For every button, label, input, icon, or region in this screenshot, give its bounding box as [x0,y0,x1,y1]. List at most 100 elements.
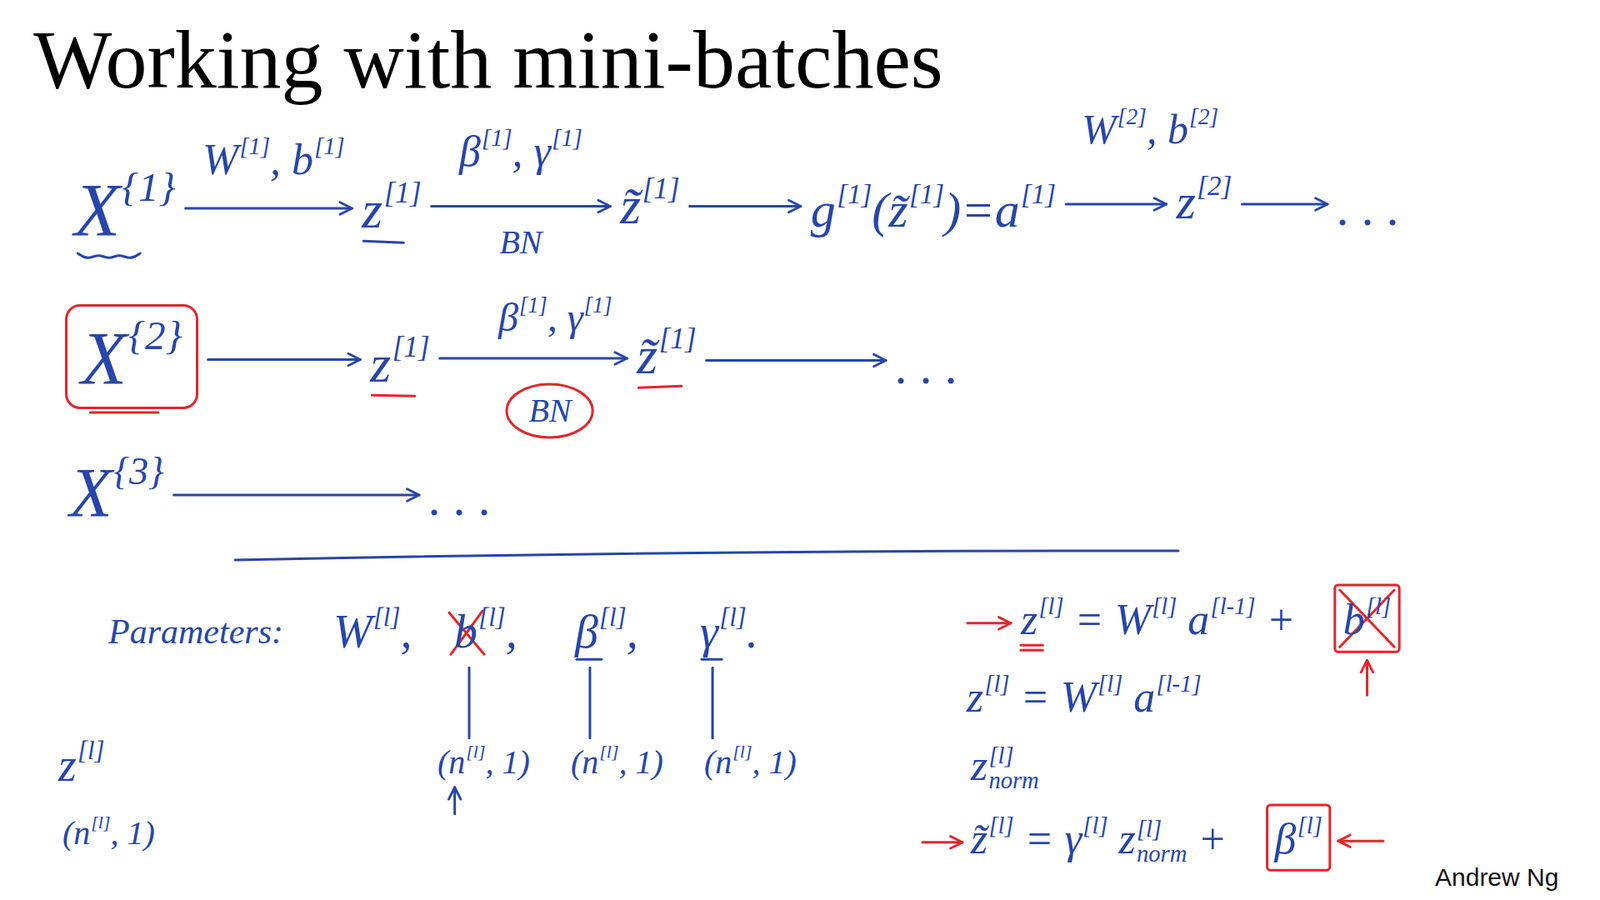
superscript: {2} [128,312,182,359]
input-batch: X{1} [74,165,175,252]
superscript: [2] [1196,170,1232,201]
leader-tick [711,667,715,739]
math-text: γ [1065,815,1083,863]
divider-line [235,550,1179,560]
math-text: X [80,317,127,400]
red-underline [1020,644,1043,647]
math-text: γ [700,605,719,658]
math-text: b [1343,595,1365,644]
red-pointer-arrow [922,840,963,844]
leader-tick [588,667,591,739]
dimension: (n[l], 1) [437,741,530,781]
linear-output: z[2] [1176,170,1233,230]
math-text: β [459,127,481,175]
math-text: β [575,605,599,658]
math-text: z [970,741,988,790]
ellipsis: ... [1337,180,1413,236]
flow-arrow [690,205,801,208]
superscript: [1] [551,125,583,151]
math-text: , b [270,135,314,184]
superscript: [l] [599,740,619,762]
equation: z[l]=W[l]a[l-1] [966,670,1202,721]
red-underline [1020,649,1043,652]
author-name: Andrew Ng [1435,863,1559,891]
flow-arrow [440,356,628,360]
superscript: [l] [77,736,105,765]
flow-arrow [706,359,886,362]
superscript: {3} [114,450,165,493]
math-text: BN [528,391,571,430]
math-text: X [74,169,120,252]
bn-parameters: β[1], γ[1] [498,293,612,340]
sub-superscript: [l]norm [1136,816,1187,867]
red-pointer-arrow [1365,660,1369,695]
superscript: [l] [90,811,110,833]
superscript: [1] [659,322,697,355]
superscript: [l] [732,740,752,762]
math-text: + [1266,595,1296,644]
circle-outline [506,384,593,438]
superscript: [1] [239,133,270,160]
superscript: [2] [1189,103,1219,130]
superscript: [1] [481,125,513,151]
superscript: [1] [642,172,680,205]
flow-arrow [1065,202,1166,205]
math-text: z [58,739,77,791]
cross-out [1340,590,1395,647]
parameter-symbol: β[l], [575,604,639,659]
math-text: , [400,605,412,658]
parameter-symbol: b[l], [454,604,518,659]
underline [701,658,722,661]
superscript: [l] [984,670,1010,697]
superscript: [l] [1082,812,1108,839]
math-text: = [1020,673,1050,721]
batch-norm-circle: BN [506,384,593,438]
edge-label: BN [499,224,542,261]
input-batch-boxed: X{2} [65,304,198,410]
math-text: z [1020,595,1038,644]
math-text: , 1) [618,743,663,781]
dimension: (n[l], 1) [570,741,664,781]
superscript: [1] [314,133,345,160]
math-text: [l] [988,743,1039,769]
math-text: z [1176,174,1196,230]
flow-arrow [208,358,361,361]
math-text: a [1187,595,1210,644]
math-text: , [626,605,639,658]
math-text: z̃ [620,175,641,235]
superscript: [l] [1038,593,1064,620]
math-text: β [1275,815,1297,863]
superscript: [2] [1117,103,1147,130]
superscript: [l] [988,812,1014,839]
cross-out [1340,590,1395,647]
math-text: z [966,673,984,721]
superscript: [1] [1020,179,1056,210]
flow-arrow [431,205,611,208]
math-text: z̃ [970,815,988,863]
math-text: z [1119,815,1136,863]
math-text: = [1075,595,1105,644]
leader-tick [468,667,471,739]
math-text: , 1) [751,743,796,781]
underline [363,240,404,243]
math-symbol: z[l] [58,737,105,792]
math-text: = [1025,815,1055,863]
flow-arrow [174,494,420,497]
layer-parameters: W[1], b[1] [202,133,345,184]
red-underline [90,411,159,415]
underline [576,658,602,661]
normalized-output: z̃[1] [636,323,696,385]
math-text: z [370,334,391,394]
superscript: [l] [599,603,627,632]
red-underline [371,395,415,396]
activation: g[1](z̃[1])=a[1] [810,179,1056,238]
superscript: [1] [836,179,872,210]
math-text: W [1115,595,1151,644]
superscript: [1] [384,176,422,210]
math-text: . [746,605,759,658]
math-text: (n [62,814,90,852]
math-text: norm [988,768,1039,794]
superscript: [l] [1365,593,1391,620]
equation: z̃[l]=γ[l]z[l]norm+β[l] [970,812,1323,867]
input-batch: X{3} [69,450,164,533]
